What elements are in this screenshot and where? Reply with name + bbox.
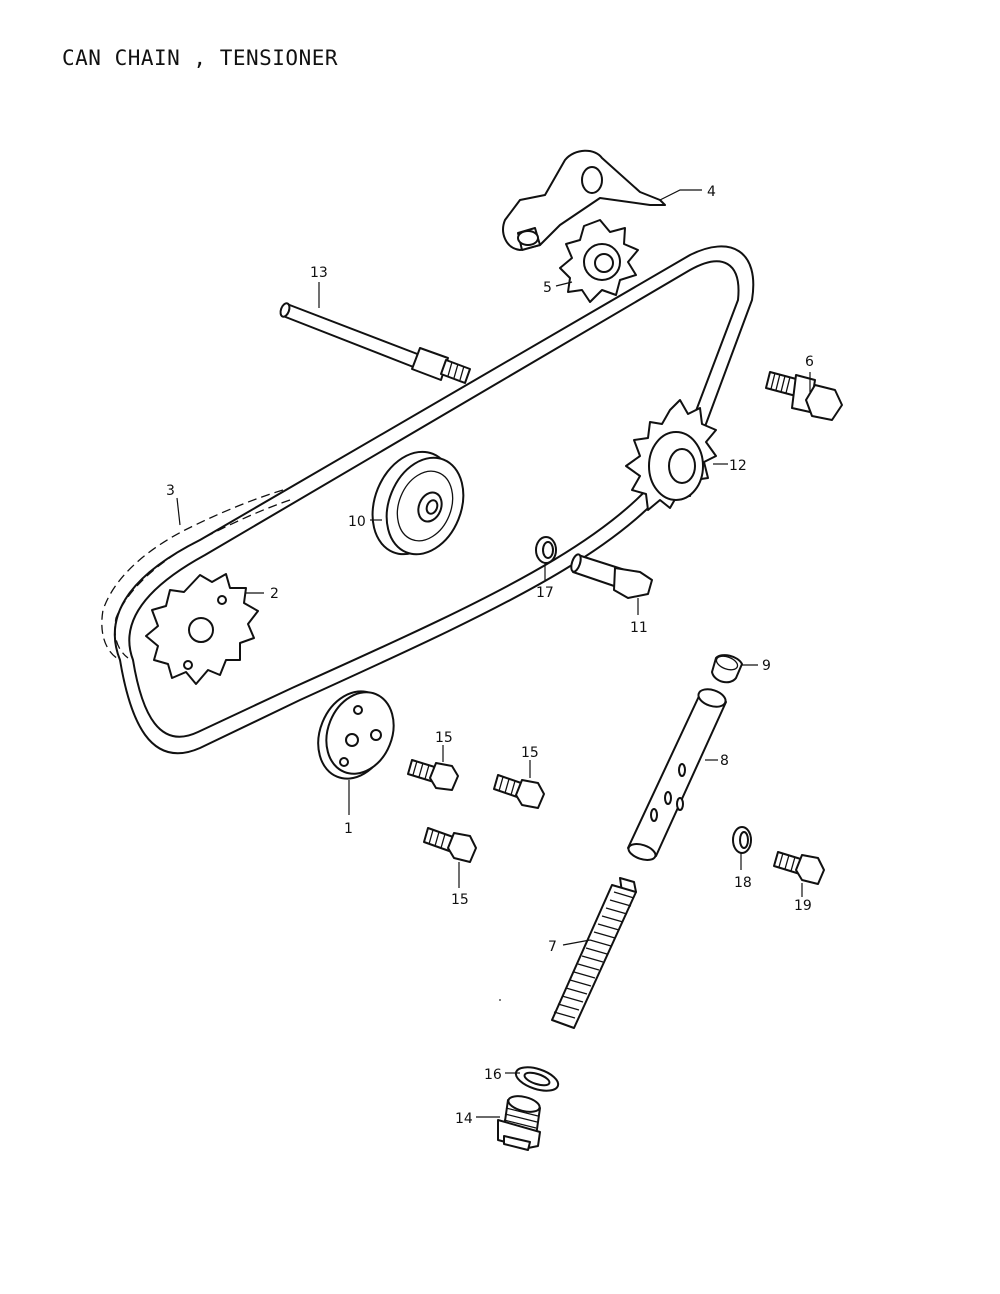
part-label-15-a: 15 — [435, 730, 453, 746]
part-label-3: 3 — [166, 483, 175, 499]
part-label-10: 10 — [348, 514, 366, 530]
tensioner-tube — [627, 688, 727, 861]
drive-sprocket — [145, 573, 259, 685]
part-label-8: 8 — [720, 753, 729, 769]
washer-17 — [535, 536, 557, 564]
washer-18 — [732, 826, 752, 854]
bolt-11 — [570, 553, 653, 599]
washer-16 — [514, 1066, 560, 1092]
bolt-15-c — [423, 827, 477, 863]
part-label-5: 5 — [543, 280, 552, 296]
part-label-11: 11 — [630, 620, 648, 636]
tensioner-bracket — [502, 149, 666, 251]
tensioner-bolt-6 — [765, 371, 843, 421]
tensioner-cap — [711, 654, 743, 684]
bolt-15-b — [493, 774, 545, 809]
part-label-9: 9 — [762, 658, 771, 674]
leader-lines — [176, 189, 811, 1118]
part-label-2: 2 — [270, 586, 279, 602]
part-label-16: 16 — [484, 1067, 502, 1083]
part-label-1: 1 — [344, 821, 353, 837]
part-label-18: 18 — [734, 875, 752, 891]
tensioner-spring — [551, 877, 637, 1029]
part-label-12: 12 — [729, 458, 747, 474]
tensioner-sprocket — [625, 399, 717, 511]
part-label-13: 13 — [310, 265, 328, 281]
bolt-15-a — [407, 759, 459, 791]
diagram-title: CAN CHAIN , TENSIONER — [62, 46, 339, 70]
part-labels: 1 2 3 4 5 6 7 8 9 10 11 12 13 14 15 15 1… — [166, 184, 814, 1127]
plug-bolt — [497, 1095, 541, 1151]
part-label-6: 6 — [805, 354, 814, 370]
part-label-4: 4 — [707, 184, 716, 200]
part-label-7: 7 — [548, 939, 557, 955]
bolt-19 — [773, 851, 825, 885]
upper-sprocket — [559, 219, 639, 303]
part-label-19: 19 — [794, 898, 812, 914]
roller-pin — [279, 302, 471, 384]
part-label-15-c: 15 — [451, 892, 469, 908]
speck — [499, 999, 501, 1001]
part-label-17: 17 — [536, 585, 554, 601]
part-label-15-b: 15 — [521, 745, 539, 761]
tensioner-plate — [317, 690, 395, 780]
part-label-14: 14 — [455, 1111, 473, 1127]
guide-roller — [371, 450, 465, 556]
